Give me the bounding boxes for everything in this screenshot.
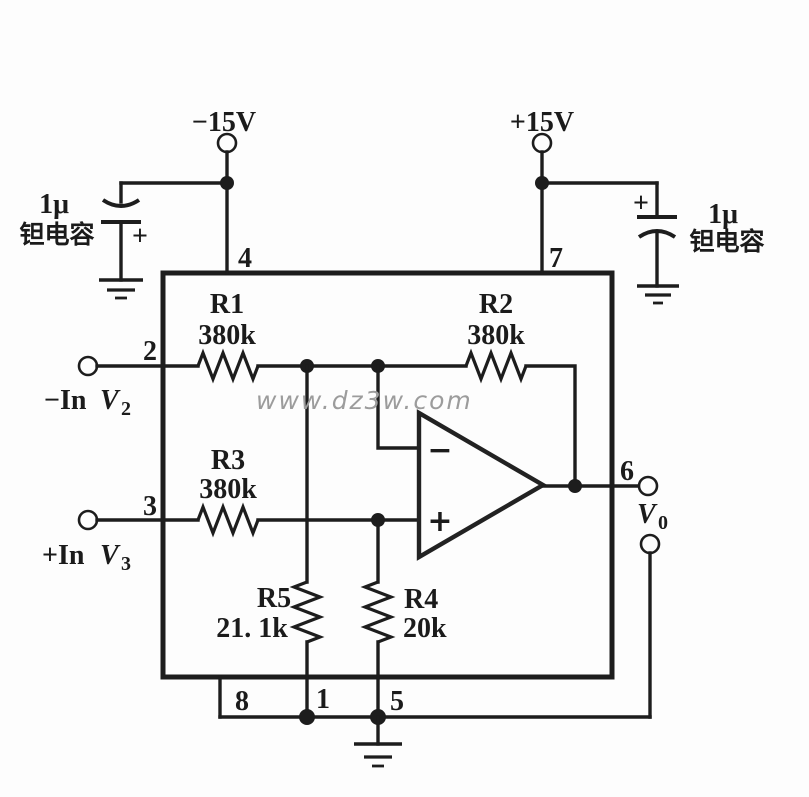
junction-dot bbox=[535, 176, 549, 190]
power-neg-branch: −15V 4 bbox=[119, 107, 256, 275]
r5-name-label: R5 bbox=[257, 583, 291, 614]
pin-2-label: 2 bbox=[143, 336, 157, 367]
opamp-noninverting-sign: + bbox=[427, 504, 452, 539]
input3-branch: 3 +In V 3 R3 380k bbox=[42, 445, 421, 575]
cap-right-type-label: 钽电容 bbox=[689, 227, 764, 256]
ground-symbol-left bbox=[99, 278, 143, 300]
output-signal-label: V bbox=[637, 499, 658, 530]
input2-signal-subscript: 2 bbox=[121, 398, 131, 420]
r4-name-label: R4 bbox=[404, 584, 438, 615]
cap-right-plus-sign: + bbox=[633, 188, 649, 219]
ground-symbol-right bbox=[637, 284, 679, 305]
input3-signal-subscript: 3 bbox=[121, 553, 131, 575]
output-branch: 6 V 0 bbox=[541, 456, 668, 719]
input2-terminal-circle bbox=[77, 355, 99, 377]
input3-name-label: +In bbox=[42, 540, 85, 571]
power-pos-terminal-circle bbox=[531, 132, 553, 154]
r2-name-label: R2 bbox=[479, 289, 513, 320]
junction-dot bbox=[220, 176, 234, 190]
resistor-r5-symbol bbox=[289, 580, 325, 644]
r5-value-label: 21. 1k bbox=[216, 613, 288, 644]
feedback-return-wire bbox=[524, 364, 577, 488]
input3-signal-label: V bbox=[100, 540, 121, 571]
resistor-r3-symbol bbox=[196, 502, 260, 538]
output-signal-subscript: 0 bbox=[658, 512, 668, 534]
r5-branch: R5 21. 1k bbox=[216, 364, 325, 719]
r3-value-label: 380k bbox=[199, 474, 257, 505]
power-neg-terminal-circle bbox=[216, 132, 238, 154]
ic-boundary-box bbox=[160, 270, 615, 680]
input2-name-label: −In bbox=[44, 385, 87, 416]
cap-left-curved-plate bbox=[101, 198, 141, 208]
inverting-input-wire bbox=[376, 364, 421, 450]
output-return-terminal-circle bbox=[639, 533, 661, 555]
resistor-r2-symbol bbox=[464, 348, 528, 384]
cap-left-value-label: 1μ bbox=[39, 189, 69, 220]
bottom-rail: 8 1 5 bbox=[218, 675, 652, 768]
bypass-cap-right: + 1μ 钽电容 bbox=[633, 181, 765, 305]
pin-8-label: 8 bbox=[235, 686, 249, 717]
pin-3-label: 3 bbox=[143, 491, 157, 522]
opamp-inverting-sign: − bbox=[427, 433, 452, 468]
pin-6-label: 6 bbox=[620, 456, 634, 487]
feedback-branch: R2 380k bbox=[256, 289, 577, 488]
opamp-triangle bbox=[416, 409, 548, 561]
opamp-symbol: − + bbox=[416, 409, 548, 561]
pin-7-label: 7 bbox=[549, 243, 563, 274]
input2-signal-label: V bbox=[100, 385, 121, 416]
pin-5-label: 5 bbox=[390, 686, 404, 717]
resistor-r4-symbol bbox=[360, 580, 396, 644]
r2-value-label: 380k bbox=[467, 320, 525, 351]
input3-terminal-circle bbox=[77, 509, 99, 531]
resistor-r1-symbol bbox=[196, 348, 260, 384]
pin-1-label: 1 bbox=[316, 684, 330, 715]
cap-left-type-label: 钽电容 bbox=[19, 220, 94, 249]
junction-dot bbox=[568, 479, 582, 493]
power-pos-branch: +15V 7 bbox=[510, 107, 659, 275]
junction-dot bbox=[299, 709, 315, 725]
r4-branch: R4 20k bbox=[360, 518, 447, 719]
r1-name-label: R1 bbox=[210, 289, 244, 320]
cap-right-value-label: 1μ bbox=[708, 199, 738, 230]
input2-branch: 2 −In V 2 R1 380k bbox=[44, 289, 260, 420]
watermark-text: www.dz3w.com bbox=[256, 386, 473, 415]
cap-left-plus-sign: + bbox=[132, 221, 148, 252]
ground-symbol-bottom bbox=[354, 742, 402, 768]
r4-value-label: 20k bbox=[403, 613, 447, 644]
bypass-cap-left: + 1μ 钽电容 bbox=[19, 181, 148, 300]
pin-4-label: 4 bbox=[238, 243, 252, 274]
r3-name-label: R3 bbox=[211, 445, 245, 476]
output-terminal-circle bbox=[637, 475, 659, 497]
r1-value-label: 380k bbox=[198, 320, 256, 351]
power-neg-label: −15V bbox=[192, 107, 256, 138]
